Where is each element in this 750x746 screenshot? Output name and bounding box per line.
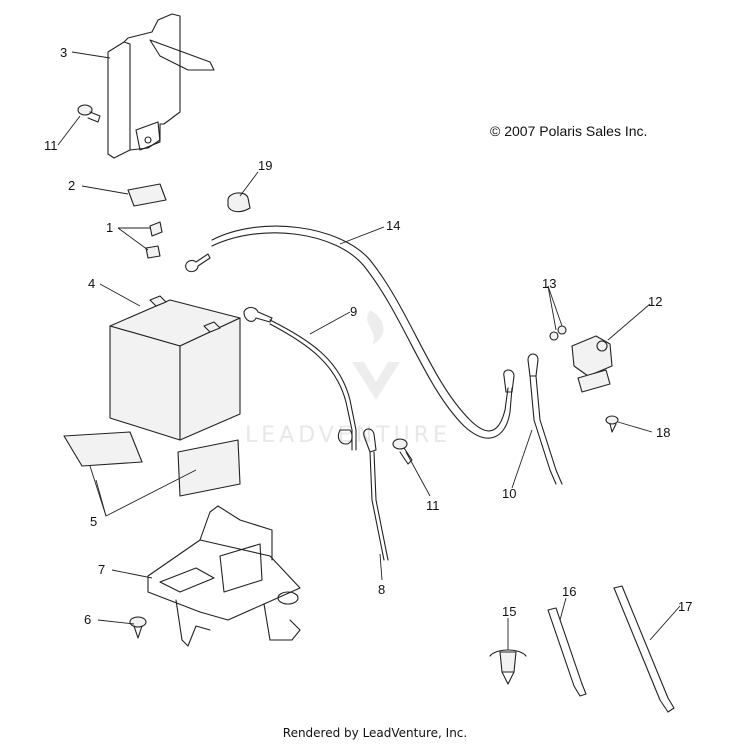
ring-terminal	[185, 253, 211, 273]
callout-8: 8	[378, 582, 385, 597]
part-6-rivet	[129, 616, 147, 639]
callout-9: 9	[350, 304, 357, 319]
part-18-screw	[605, 415, 619, 433]
footer-credit: Rendered by LeadVenture, Inc.	[282, 726, 468, 740]
part-8-cable	[363, 428, 389, 561]
callout-13: 13	[542, 276, 556, 291]
part-17-cable-tie	[613, 585, 675, 713]
part-12-solenoid	[571, 335, 613, 393]
part-7-battery-tray	[147, 505, 301, 647]
part-19-terminal-cap	[227, 192, 251, 213]
part-10-cable	[503, 353, 563, 485]
copyright-text: © 2007 Polaris Sales Inc.	[490, 123, 647, 139]
part-2-pad	[127, 183, 167, 207]
callout-12: 12	[648, 294, 662, 309]
part-1-nuts	[145, 221, 163, 259]
part-16-cable-tie	[547, 607, 587, 697]
part-11-bolt-lower	[392, 438, 413, 465]
part-11-bolt-top	[77, 104, 101, 123]
part-3-battery-hold-bracket	[107, 13, 215, 159]
callout-11-top: 11	[44, 138, 58, 153]
callout-6: 6	[84, 612, 91, 627]
callout-7: 7	[98, 562, 105, 577]
part-4-battery	[109, 295, 241, 441]
part-13-nuts	[549, 325, 567, 341]
callout-1: 1	[106, 220, 113, 235]
callout-3: 3	[60, 45, 67, 60]
leader-lines	[57, 51, 681, 650]
part-5-pads	[63, 431, 241, 497]
callout-11-lower: 11	[426, 498, 440, 513]
part-9-cable	[243, 306, 357, 451]
part-15-clip	[489, 649, 527, 685]
callout-19: 19	[258, 158, 272, 173]
callout-17: 17	[678, 599, 692, 614]
part-14-cable	[211, 225, 513, 439]
callout-14: 14	[386, 218, 400, 233]
callout-5: 5	[90, 514, 97, 529]
callout-10: 10	[502, 486, 516, 501]
callout-18: 18	[656, 425, 670, 440]
callout-4: 4	[88, 276, 95, 291]
callout-16: 16	[562, 584, 576, 599]
callout-2: 2	[68, 178, 75, 193]
callout-15: 15	[502, 604, 516, 619]
leadventure-watermark: LEADVENTURE	[245, 310, 447, 448]
